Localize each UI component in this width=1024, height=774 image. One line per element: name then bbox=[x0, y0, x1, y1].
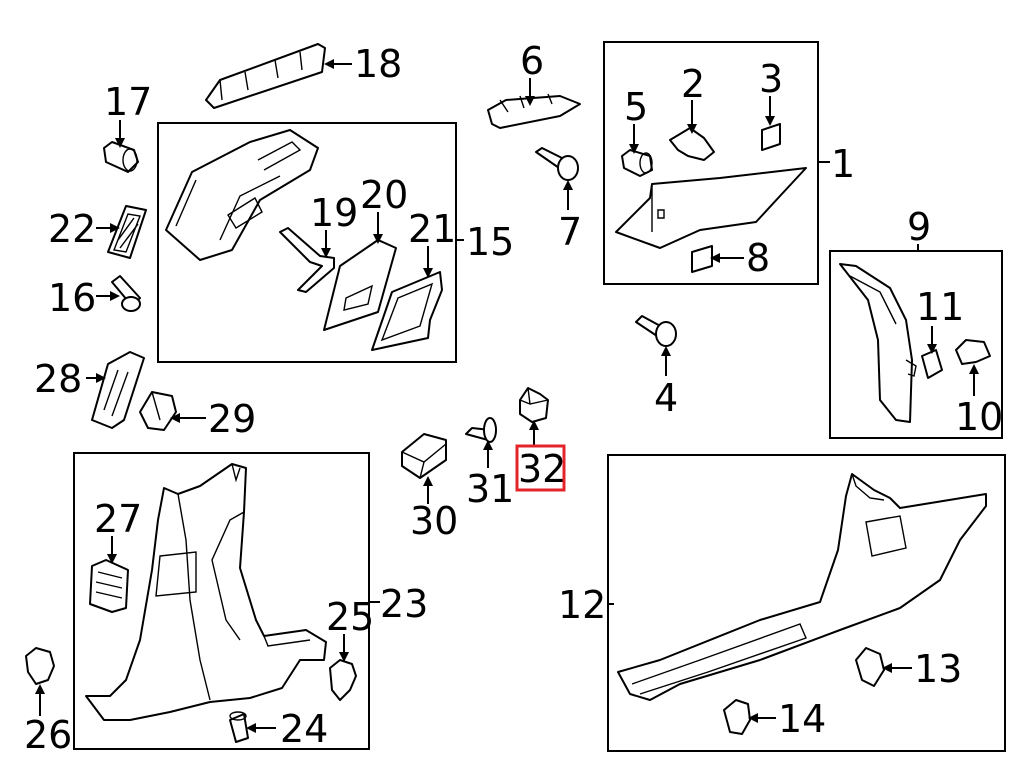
part-6-bracket bbox=[487, 93, 581, 129]
part-8-pad bbox=[691, 245, 713, 273]
callout-20: 20 bbox=[360, 173, 408, 217]
part-27-vent bbox=[89, 559, 129, 613]
callout-5: 5 bbox=[624, 85, 648, 129]
part-10-clip bbox=[955, 339, 991, 365]
callout-11: 11 bbox=[916, 285, 964, 329]
callout-29: 29 bbox=[208, 397, 256, 441]
callout-4: 4 bbox=[654, 376, 678, 420]
part-28-vent bbox=[91, 351, 145, 429]
part-25-clip bbox=[329, 659, 357, 701]
part-2-clip bbox=[669, 127, 715, 161]
callout-28: 28 bbox=[34, 357, 82, 401]
callout-22: 22 bbox=[48, 207, 96, 251]
group-box-15 bbox=[157, 122, 457, 363]
part-1-panel bbox=[615, 167, 807, 249]
part-24-clip bbox=[229, 711, 249, 743]
callout-19: 19 bbox=[310, 191, 358, 235]
part-19-bracket bbox=[279, 227, 335, 293]
part-3-pad bbox=[761, 123, 781, 151]
callout-labels: 1 2 3 4 5 6 7 8 9 10 11 12 13 14 15 16 1… bbox=[24, 39, 1003, 757]
part-5-clip bbox=[621, 149, 653, 177]
callout-27: 27 bbox=[94, 497, 142, 541]
callout-23: 23 bbox=[380, 582, 428, 626]
callout-21: 21 bbox=[408, 207, 456, 251]
callout-15: 15 bbox=[466, 220, 514, 264]
part-4-push-pin bbox=[635, 315, 677, 347]
part-11-pad bbox=[921, 349, 943, 379]
part-17-clip bbox=[103, 141, 139, 173]
callout-14: 14 bbox=[778, 697, 826, 741]
part-16-fastener bbox=[111, 275, 141, 312]
callout-2: 2 bbox=[681, 62, 705, 106]
part-31-push-pin bbox=[465, 417, 497, 443]
callout-3: 3 bbox=[759, 57, 783, 101]
part-9-pillar-trim bbox=[839, 263, 917, 423]
callout-18: 18 bbox=[354, 42, 402, 86]
part-14-clip bbox=[723, 699, 751, 735]
highlight-box-32 bbox=[515, 444, 566, 492]
part-12-sill-plate bbox=[617, 473, 987, 701]
group-box-9 bbox=[829, 250, 1003, 439]
part-21-trim-bezel bbox=[371, 271, 443, 351]
callout-25: 25 bbox=[326, 595, 374, 639]
callout-10: 10 bbox=[955, 395, 1003, 439]
callout-26: 26 bbox=[24, 713, 72, 757]
part-20-panel bbox=[323, 239, 397, 331]
callout-13: 13 bbox=[914, 647, 962, 691]
callout-16: 16 bbox=[48, 276, 96, 320]
part-15-pillar-trim bbox=[165, 129, 319, 261]
callout-24: 24 bbox=[280, 707, 328, 751]
part-18-trim-strip bbox=[205, 43, 326, 109]
part-29-clip bbox=[139, 391, 177, 431]
callout-31: 31 bbox=[466, 467, 514, 511]
callout-32: 32 bbox=[518, 447, 566, 491]
callout-7: 7 bbox=[558, 210, 582, 254]
callout-30: 30 bbox=[410, 499, 458, 543]
part-30-block bbox=[401, 433, 447, 479]
part-23-lower-pillar-trim bbox=[85, 463, 327, 721]
callout-6: 6 bbox=[520, 39, 544, 83]
part-26-clip bbox=[25, 647, 55, 685]
part-22-grille bbox=[107, 205, 147, 259]
callout-9: 9 bbox=[907, 205, 931, 249]
callout-8: 8 bbox=[746, 236, 770, 280]
part-13-clip bbox=[855, 647, 885, 687]
callout-12: 12 bbox=[558, 583, 606, 627]
callout-1: 1 bbox=[831, 142, 855, 186]
callout-17: 17 bbox=[104, 80, 152, 124]
leader-lines bbox=[35, 59, 979, 733]
part-7-push-pin bbox=[535, 147, 579, 181]
part-32-clip bbox=[519, 387, 549, 423]
